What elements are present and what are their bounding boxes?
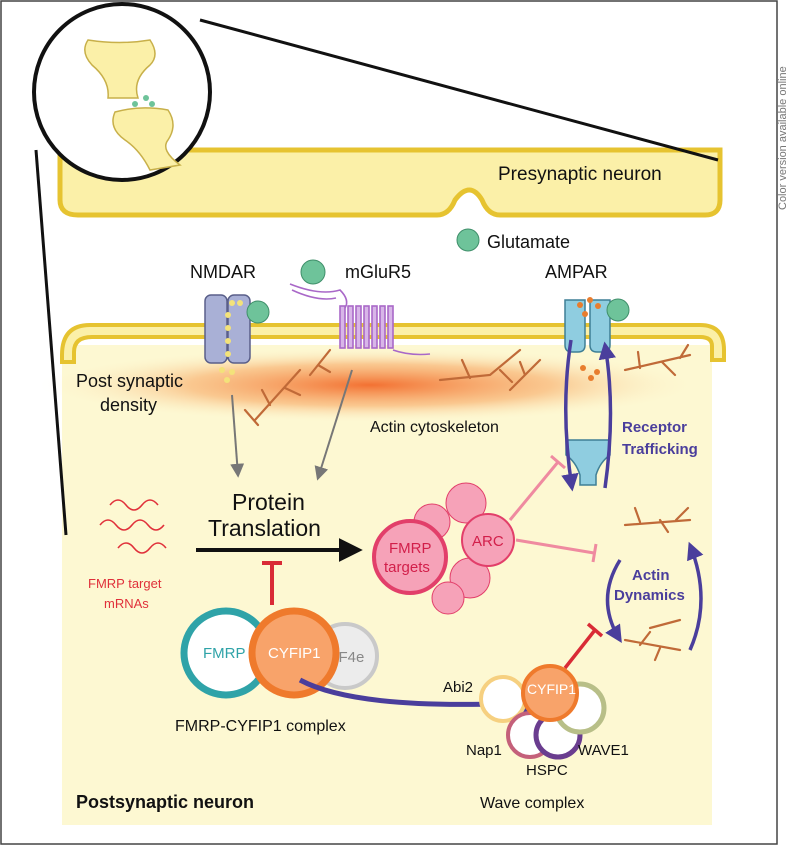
nmdar-receptor [204, 294, 270, 383]
synapse-inset [84, 39, 182, 171]
arc-label: ARC [472, 533, 504, 550]
nmdar-label: NMDAR [190, 262, 256, 282]
fmrp-label: FMRP [203, 645, 246, 662]
arc-inhibits-trafficking-line [508, 461, 560, 521]
receptor-trafficking-label-1: Receptor [622, 419, 687, 436]
wave1-label: WAVE1 [578, 742, 629, 759]
nap1-label: Nap1 [466, 742, 502, 759]
actin-cytoskeleton-label: Actin cytoskeleton [370, 419, 499, 436]
fmrp-targets-label-1: FMRP [389, 540, 432, 557]
fmrp-target-mrna-icons [99, 499, 167, 554]
fmrp-cyfip1-complex-label: FMRP-CYFIP1 complex [175, 718, 346, 735]
nmdar-to-translation-arrow [230, 394, 245, 478]
presynaptic-membrane [57, 147, 723, 218]
trafficking-arrow-up [598, 341, 616, 489]
fmrp-target-mrnas-label-1: FMRP target [88, 576, 162, 591]
receptor-trafficking-label-2: Trafficking [622, 441, 698, 458]
cyfip1-inhibits-actin-bar [586, 622, 604, 638]
actin-dynamics-arrow-right [687, 541, 704, 651]
mglur5-receptor [289, 283, 431, 356]
zoom-line-right [199, 18, 719, 162]
cyfip1-circle [248, 607, 340, 699]
trafficking-arrow-down [561, 339, 579, 492]
cyfip1-label: CYFIP1 [268, 645, 321, 662]
glutamate-legend-icon [456, 228, 480, 252]
mglur5-label: mGluR5 [345, 262, 411, 282]
postsynaptic-label: Postsynaptic neuron [76, 792, 254, 812]
cyfip1-wave-label: CYFIP1 [527, 681, 576, 697]
mglur5-to-translation-arrow [314, 369, 353, 481]
cyfip1-wave-circle [521, 664, 579, 722]
protein-translation-label-2: Translation [208, 515, 321, 541]
color-version-note: Color version available online [777, 66, 789, 210]
presynaptic-label: Presynaptic neuron [498, 164, 662, 185]
ampar-label: AMPAR [545, 262, 608, 282]
arc-inhibits-actin-line [515, 538, 595, 555]
actin-dynamics-label-2: Dynamics [614, 587, 685, 604]
protein-translation-label-1: Protein [232, 489, 305, 515]
glutamate-label: Glutamate [487, 232, 570, 252]
wave-complex-label: Wave complex [480, 795, 584, 812]
ampar-receptor-membrane [564, 297, 630, 381]
psd-label-1: Post synaptic [76, 371, 183, 391]
wave-complex [479, 664, 607, 760]
actin-dynamics-label-1: Actin [632, 567, 670, 584]
arc-inhibits-actin-bar [591, 543, 598, 563]
hspc-label: HSPC [526, 762, 568, 779]
arc-inhibits-trafficking-bar [550, 454, 566, 470]
abi2-label: Abi2 [443, 679, 473, 696]
fmrp-targets-circle [372, 519, 448, 595]
cyfip1-inhibits-actin-line [563, 628, 597, 670]
actin-filaments [243, 343, 692, 662]
mglur5-glutamate [300, 259, 326, 285]
fmrp-targets-label-2: targets [384, 559, 430, 576]
psd-label-2: density [100, 395, 157, 415]
zoom-line-left [34, 149, 68, 536]
fmrp-target-mrnas-label-2: mRNAs [104, 596, 149, 611]
actin-dynamics-arrow-left [605, 559, 622, 643]
